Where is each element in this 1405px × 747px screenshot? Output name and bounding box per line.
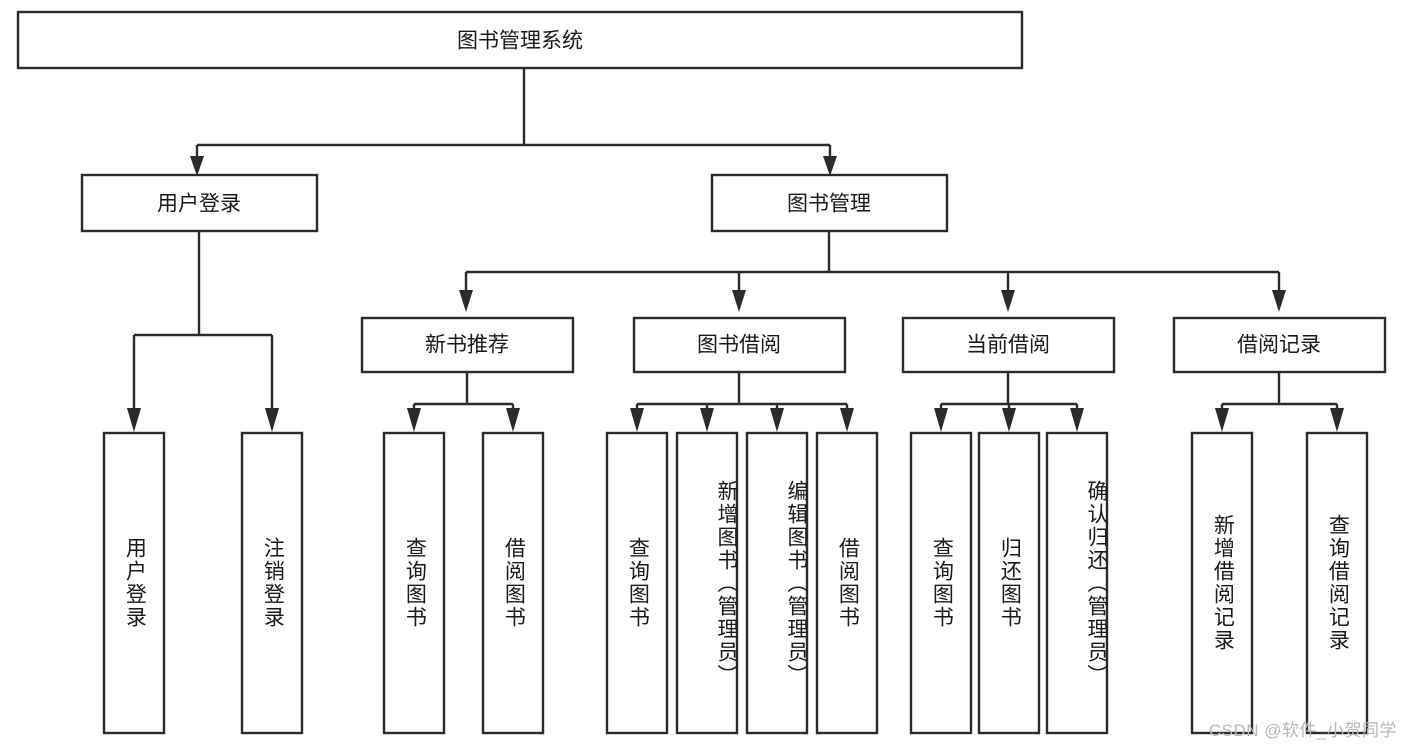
- arrow-down-icon: [1272, 290, 1286, 312]
- arrow-down-icon: [840, 408, 854, 432]
- node-root[interactable]: 图书管理系统: [16, 10, 1024, 70]
- node-current-borrow-box[interactable]: [901, 316, 1116, 374]
- arrow-down-icon: [770, 408, 784, 432]
- node-borrow-records-label: 借阅记录: [1237, 334, 1321, 357]
- node-book-management[interactable]: 图书管理: [710, 173, 949, 233]
- node-user-login-box[interactable]: [80, 173, 319, 233]
- leaf-box-logout[interactable]: [240, 431, 304, 735]
- node-new-book-recommend[interactable]: 新书推荐: [360, 316, 575, 374]
- node-new-book-recommend-label: 新书推荐: [425, 334, 509, 357]
- connector-book-borrow-to-leaves: [630, 372, 854, 432]
- node-borrow-records[interactable]: 借阅记录: [1172, 316, 1387, 374]
- leaf-box-confirm-return-admin[interactable]: [1045, 431, 1109, 735]
- arrow-down-icon: [1002, 408, 1016, 432]
- leaf-box-query-books-1[interactable]: [382, 431, 446, 735]
- arrow-down-icon: [1001, 290, 1015, 312]
- leaf-box-edit-book-admin[interactable]: [745, 431, 809, 735]
- arrow-down-icon: [934, 408, 948, 432]
- arrow-down-icon: [630, 408, 644, 432]
- leaf-box-query-borrow-record[interactable]: [1305, 431, 1369, 735]
- watermark-text: CSDN @软件_小贺同学: [1208, 721, 1397, 740]
- connector-book-management-to-level3: [459, 231, 1286, 312]
- arrow-down-icon: [265, 408, 279, 432]
- arrow-down-icon: [506, 408, 520, 432]
- connector-borrow-records-to-leaves: [1215, 372, 1344, 432]
- arrow-down-icon: [190, 156, 204, 176]
- node-user-login[interactable]: 用户登录: [80, 173, 319, 233]
- connector-new-book-recommend-to-leaves: [407, 372, 520, 432]
- node-root-box[interactable]: [16, 10, 1024, 70]
- leaf-box-query-books-2[interactable]: [605, 431, 669, 735]
- leaf-box-user-login[interactable]: [102, 431, 166, 735]
- arrow-down-icon: [732, 290, 746, 312]
- leaf-box-borrow-books-2[interactable]: [815, 431, 879, 735]
- connector-root-to-level2: [190, 68, 837, 176]
- leaf-box-add-borrow-record[interactable]: [1190, 431, 1254, 735]
- arrow-down-icon: [127, 408, 141, 432]
- arrow-down-icon: [1330, 408, 1344, 432]
- arrow-down-icon: [459, 290, 473, 312]
- node-book-management-label: 图书管理: [787, 193, 871, 216]
- node-root-label: 图书管理系统: [457, 30, 583, 53]
- arrow-down-icon: [407, 408, 421, 432]
- node-new-book-recommend-box[interactable]: [360, 316, 575, 374]
- node-current-borrow-label: 当前借阅: [966, 334, 1050, 357]
- node-book-borrow-label: 图书借阅: [697, 334, 781, 357]
- connector-user-login-to-leaves: [127, 231, 279, 432]
- leaf-box-borrow-books-1[interactable]: [481, 431, 545, 735]
- leaf-box-return-books[interactable]: [977, 431, 1041, 735]
- node-book-borrow[interactable]: 图书借阅: [632, 316, 847, 374]
- arrow-down-icon: [1215, 408, 1229, 432]
- node-current-borrow[interactable]: 当前借阅: [901, 316, 1116, 374]
- leaf-box-add-book-admin[interactable]: [675, 431, 739, 735]
- arrow-down-icon: [823, 156, 837, 176]
- connector-current-borrow-to-leaves: [934, 372, 1084, 432]
- arrow-down-icon: [700, 408, 714, 432]
- arrow-down-icon: [1070, 408, 1084, 432]
- node-user-login-label: 用户登录: [157, 193, 241, 216]
- leaf-box-query-books-3[interactable]: [909, 431, 973, 735]
